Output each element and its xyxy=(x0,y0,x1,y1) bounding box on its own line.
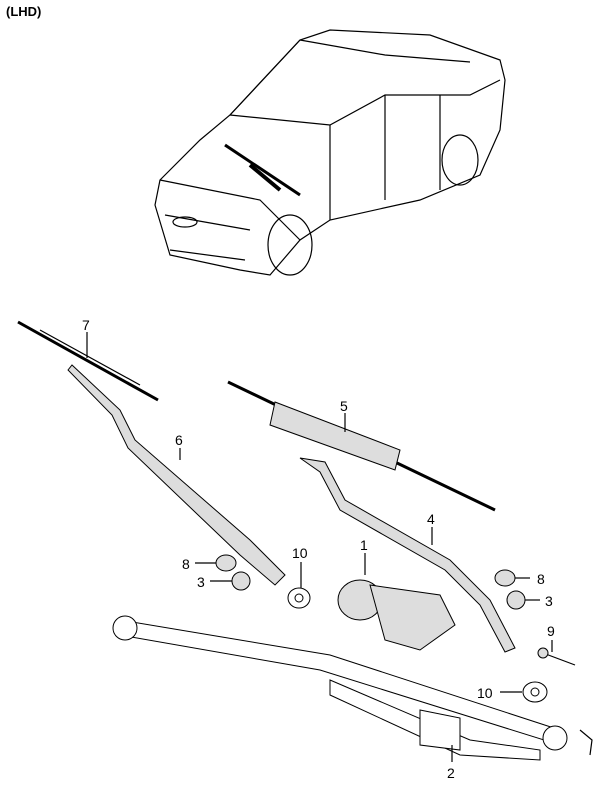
wiper-arm-right[interactable] xyxy=(299,457,516,653)
wiper-blade-right[interactable] xyxy=(227,380,496,512)
callout-9: 9 xyxy=(547,623,555,639)
wiper-arm-left[interactable] xyxy=(67,364,286,586)
bolt[interactable] xyxy=(537,647,576,666)
callout-3-right: 3 xyxy=(545,593,553,609)
callout-3-left: 3 xyxy=(197,574,205,590)
car-illustration xyxy=(154,29,506,276)
callout-10-left: 10 xyxy=(292,545,308,561)
callout-8-right: 8 xyxy=(537,571,545,587)
cap-right[interactable] xyxy=(494,569,516,587)
callout-2: 2 xyxy=(447,765,455,781)
callout-10-right: 10 xyxy=(477,685,493,701)
wiper-motor[interactable] xyxy=(337,579,456,651)
wiper-blade-left[interactable] xyxy=(17,320,159,402)
leader-lines xyxy=(86,332,553,762)
wiper-linkage[interactable] xyxy=(112,615,593,761)
nut-left[interactable] xyxy=(231,571,251,591)
callout-4: 4 xyxy=(427,511,435,527)
nut-right[interactable] xyxy=(506,590,526,610)
callout-1: 1 xyxy=(360,537,368,553)
diagram-variant-label: (LHD) xyxy=(6,4,42,19)
callout-6: 6 xyxy=(175,432,183,448)
callout-8-left: 8 xyxy=(182,556,190,572)
callout-5: 5 xyxy=(340,398,348,414)
cap-left[interactable] xyxy=(215,554,237,572)
callout-7: 7 xyxy=(82,317,90,333)
